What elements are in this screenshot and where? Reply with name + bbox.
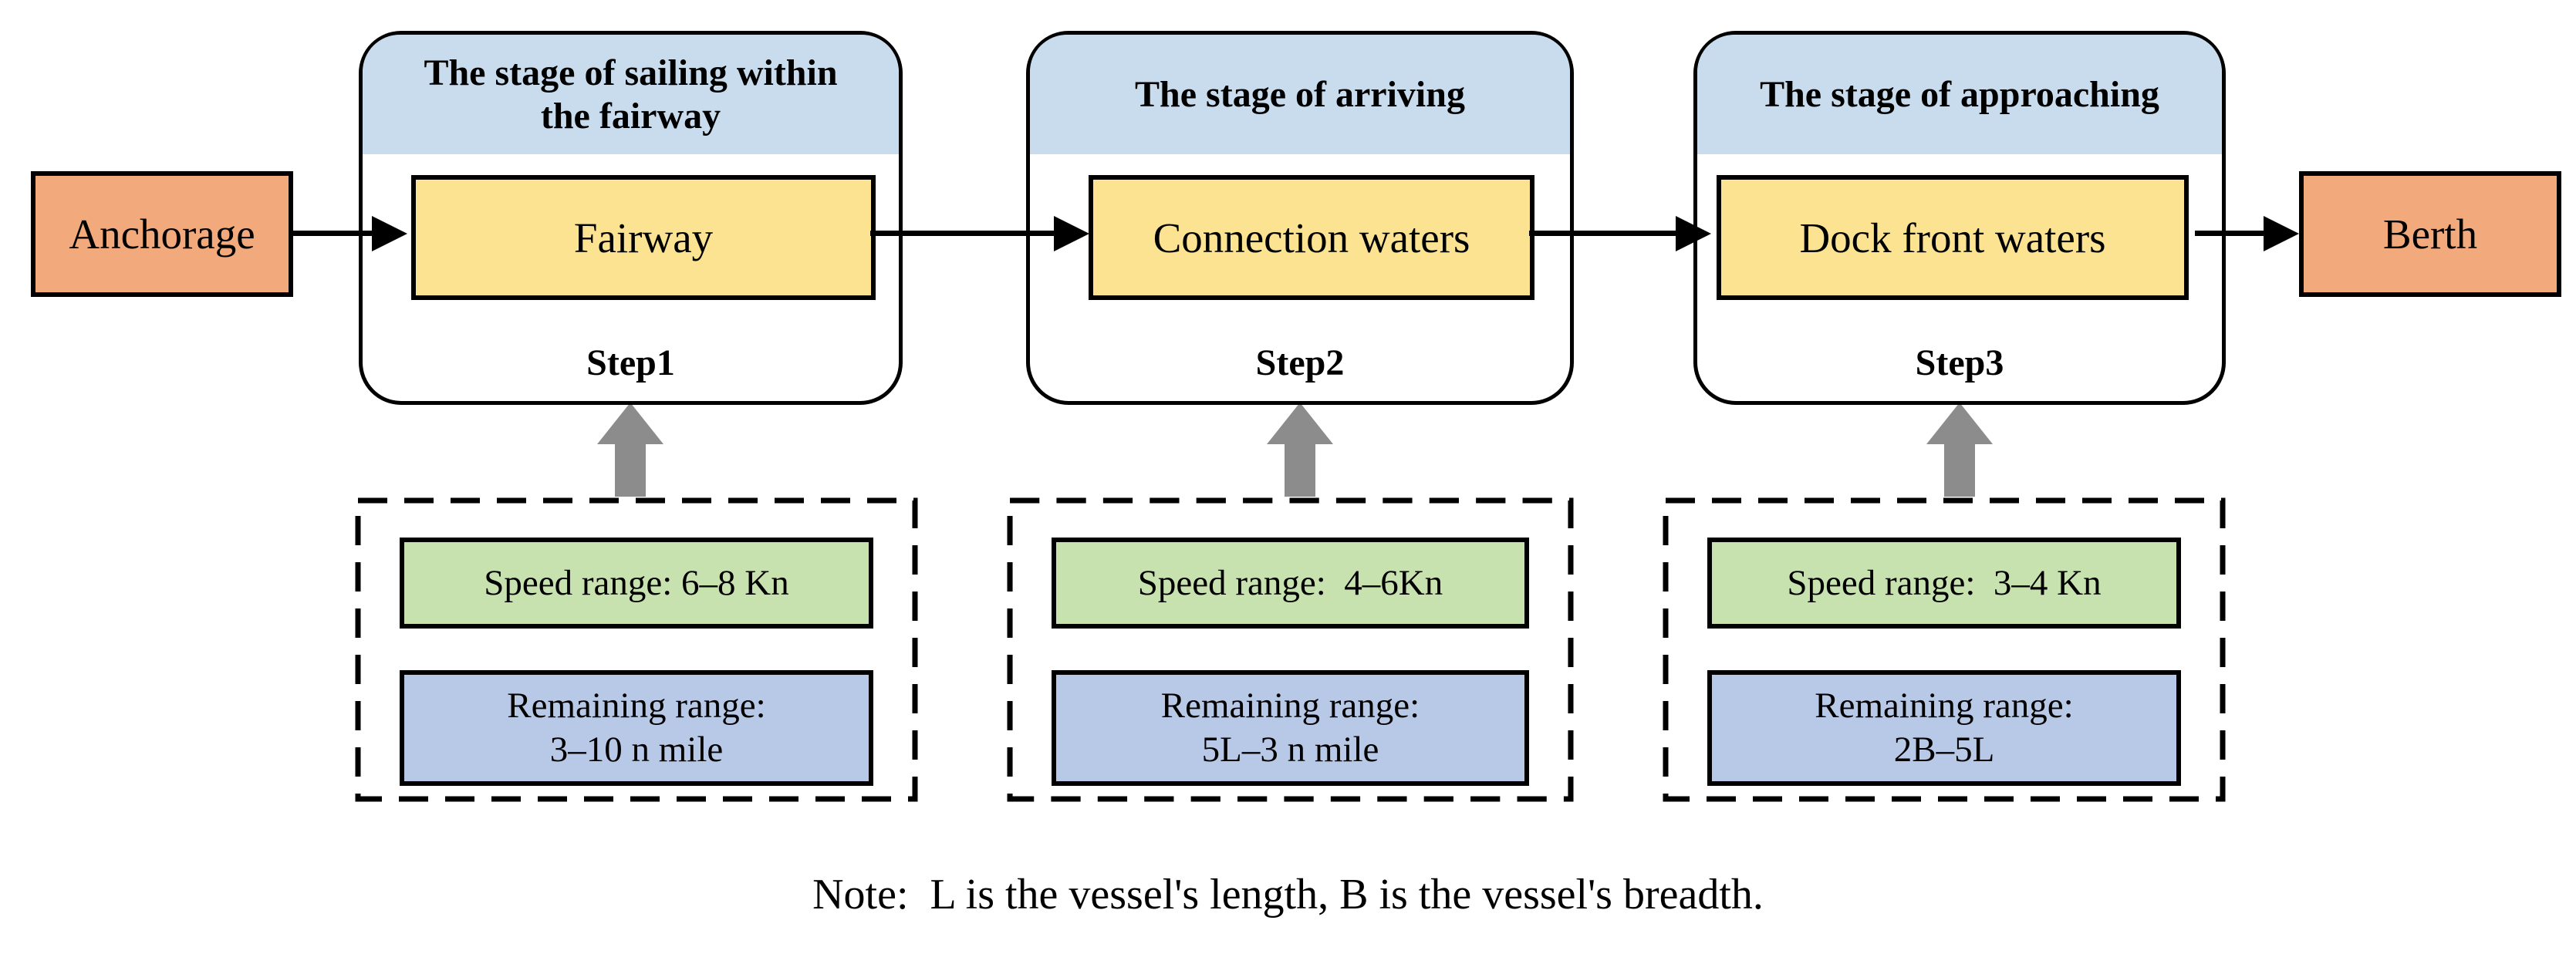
step1-label: Step1 [586,342,675,383]
anchorage-box: Anchorage [31,171,293,297]
speed-range-box: Speed range: 4–6Kn [1052,538,1529,629]
flow-arrow-icon [293,231,372,236]
stage3-header: The stage of approaching [1697,35,2222,154]
dock-front-waters-box: Dock front waters [1717,175,2189,300]
remaining-range-box: Remaining range: 5L–3 n mile [1052,670,1529,786]
remaining-range-box: Remaining range: 3–10 n mile [400,670,873,786]
stage2-detail-box: Speed range: 4–6Kn Remaining range: 5L–3… [1007,497,1574,802]
flow-arrow-icon [870,231,1054,236]
stage3-detail-box: Speed range: 3–4 Kn Remaining range: 2B–… [1663,497,2226,802]
speed-range-box: Speed range: 3–4 Kn [1707,538,2181,629]
flow-arrow-icon [1529,231,1676,236]
up-arrow-icon [597,403,663,497]
stage1-detail-box: Speed range: 6–8 Kn Remaining range: 3–1… [355,497,918,802]
stage2-header: The stage of arriving [1030,35,1570,154]
stage2-panel: The stage of arriving Connection waters … [1026,31,1574,405]
connection-waters-box: Connection waters [1089,175,1534,300]
remaining-range-box: Remaining range: 2B–5L [1707,670,2181,786]
note-text: Note: L is the vessel's length, B is the… [812,871,1764,918]
dashed-border [355,497,918,802]
dashed-border [1663,497,2226,802]
stage1-header: The stage of sailing within the fairway [363,35,899,154]
up-arrow-icon [1926,403,1993,497]
berth-box: Berth [2299,171,2561,297]
stage1-panel: The stage of sailing within the fairway … [359,31,903,405]
step2-label: Step2 [1255,342,1345,383]
flow-arrow-icon [2195,231,2264,236]
stage3-panel: The stage of approaching Dock front wate… [1693,31,2226,405]
dashed-border [1007,497,1574,802]
speed-range-box: Speed range: 6–8 Kn [400,538,873,629]
step3-label: Step3 [1915,342,2004,383]
fairway-box: Fairway [411,175,876,300]
up-arrow-icon [1267,403,1333,497]
